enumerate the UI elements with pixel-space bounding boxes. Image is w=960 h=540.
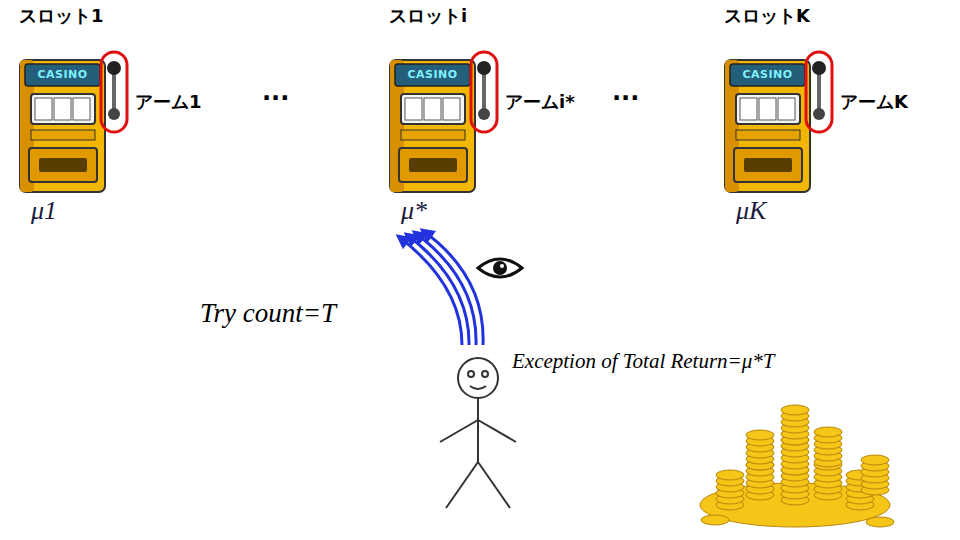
mean-reward: μ*: [401, 196, 427, 226]
arm-label: アームK: [840, 90, 908, 114]
eye-icon: [478, 259, 522, 277]
slot-title: スロットK: [724, 4, 810, 28]
slot-title: スロットi: [389, 4, 467, 28]
try-count: Try count=T: [200, 298, 336, 329]
casino-sign: CASINO: [25, 68, 100, 81]
slot-title: スロット1: [19, 4, 104, 28]
mean-reward: μ1: [31, 196, 57, 226]
arm-label: アーム1: [135, 90, 202, 114]
slot-machine: スロットiCASINO アームi* μ*: [375, 0, 605, 235]
mean-reward: μK: [736, 196, 766, 226]
slot-machine: スロット1CASINO アーム1 μ1: [5, 0, 235, 235]
casino-sign: CASINO: [730, 68, 805, 81]
arm-label: アームi*: [505, 90, 575, 114]
coins: [700, 405, 894, 527]
ellipsis: ···: [612, 84, 639, 112]
casino-sign: CASINO: [395, 68, 470, 81]
ellipsis: ···: [262, 84, 289, 112]
expected-return: Exception of Total Return=μ*T: [512, 349, 775, 374]
slot-machine: スロットK CASINO アームK μK: [710, 0, 955, 235]
